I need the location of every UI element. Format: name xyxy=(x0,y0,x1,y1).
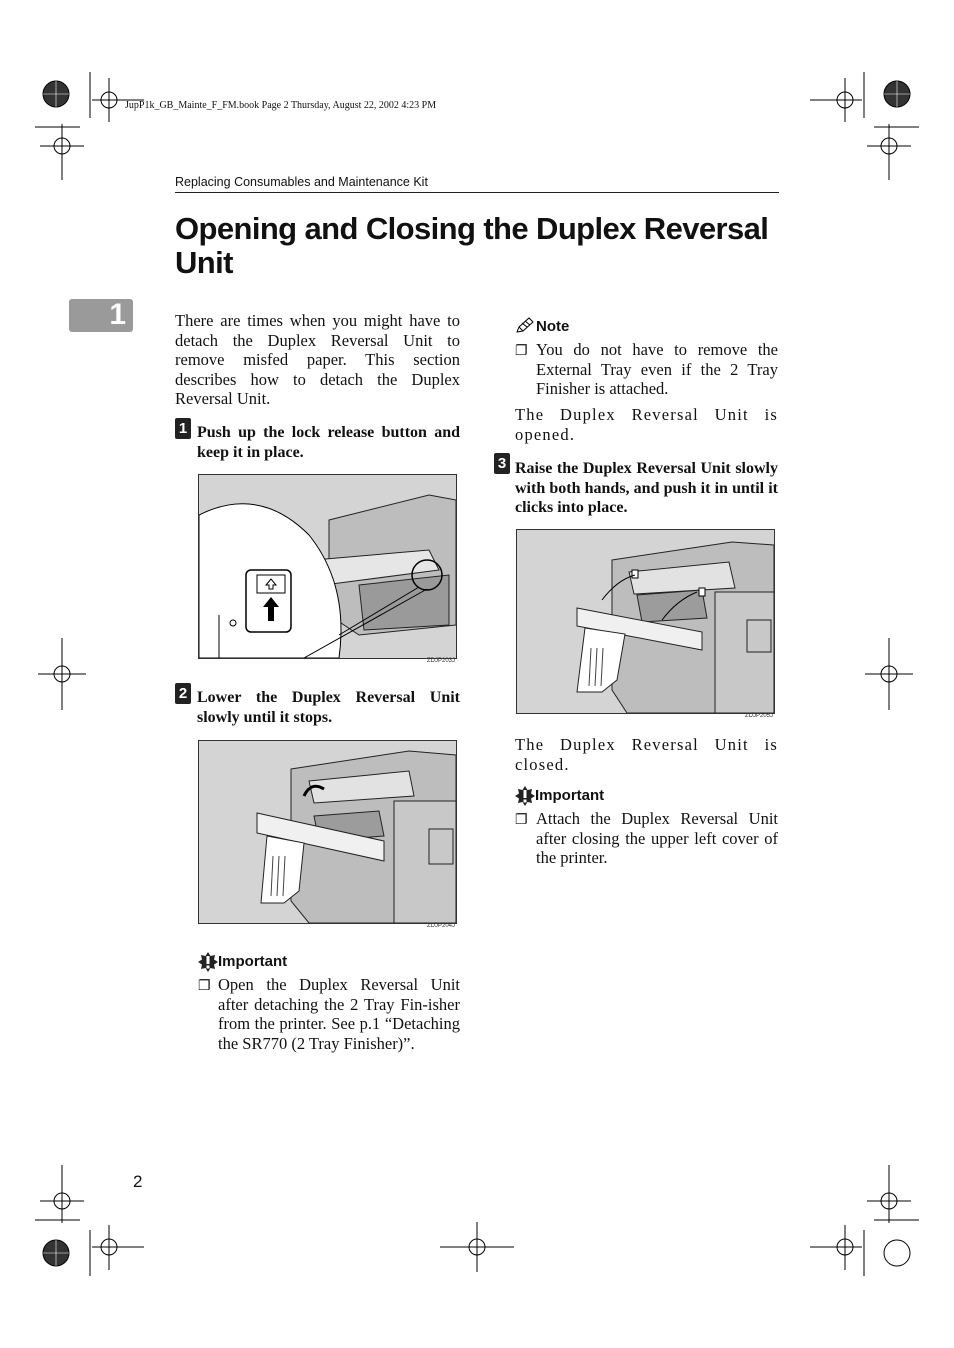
step-2-text: Lower the Duplex Reversal Unit slowly un… xyxy=(197,689,460,726)
page-title: Opening and Closing the Duplex Reversal … xyxy=(175,211,769,280)
important-left-text: Open the Duplex Reversal Unit after deta… xyxy=(218,975,460,1053)
bullet-icon: ❐ xyxy=(515,813,528,828)
important-icon xyxy=(515,786,535,806)
step-2-number: 2 xyxy=(175,683,191,704)
step-3-text: Raise the Duplex Reversal Unit slowly wi… xyxy=(515,460,778,517)
page-number: 2 xyxy=(133,1172,143,1191)
figure-2-caption: ZDJP204J xyxy=(427,923,456,929)
figure-raise-unit xyxy=(516,529,775,714)
bullet-icon: ❐ xyxy=(198,979,211,994)
note-label: Note xyxy=(536,318,570,335)
result-closed: The Duplex Reversal Unit is closed. xyxy=(515,735,778,774)
important-icon xyxy=(198,952,218,972)
file-info: JupP1k_GB_Mainte_F_FM.book Page 2 Thursd… xyxy=(125,100,437,111)
step-1-text: Push up the lock release button and keep… xyxy=(197,424,460,461)
result-opened: The Duplex Reversal Unit is opened. xyxy=(515,405,778,444)
note-text: You do not have to remove the External T… xyxy=(536,340,778,399)
running-head: Replacing Consumables and Maintenance Ki… xyxy=(175,175,428,189)
important-left-label: Important xyxy=(218,953,288,970)
step-3-number: 3 xyxy=(494,453,510,474)
chapter-tab: 1 xyxy=(69,298,133,332)
step-1-number: 1 xyxy=(175,418,191,439)
important-right-text: Attach the Duplex Reversal Unit after cl… xyxy=(536,809,778,868)
figure-lower-unit xyxy=(198,740,457,924)
figure-lock-release xyxy=(198,474,457,659)
header-rule xyxy=(175,192,779,193)
important-right-label: Important xyxy=(535,787,605,804)
figure-3-caption: ZDJP205J xyxy=(745,713,774,719)
figure-1-caption: ZDJP203J xyxy=(427,658,456,664)
intro-paragraph: There are times when you might have to d… xyxy=(175,311,460,409)
bullet-icon: ❐ xyxy=(515,344,528,359)
note-pencil-icon xyxy=(515,317,534,334)
chapter-number: 1 xyxy=(109,298,126,331)
